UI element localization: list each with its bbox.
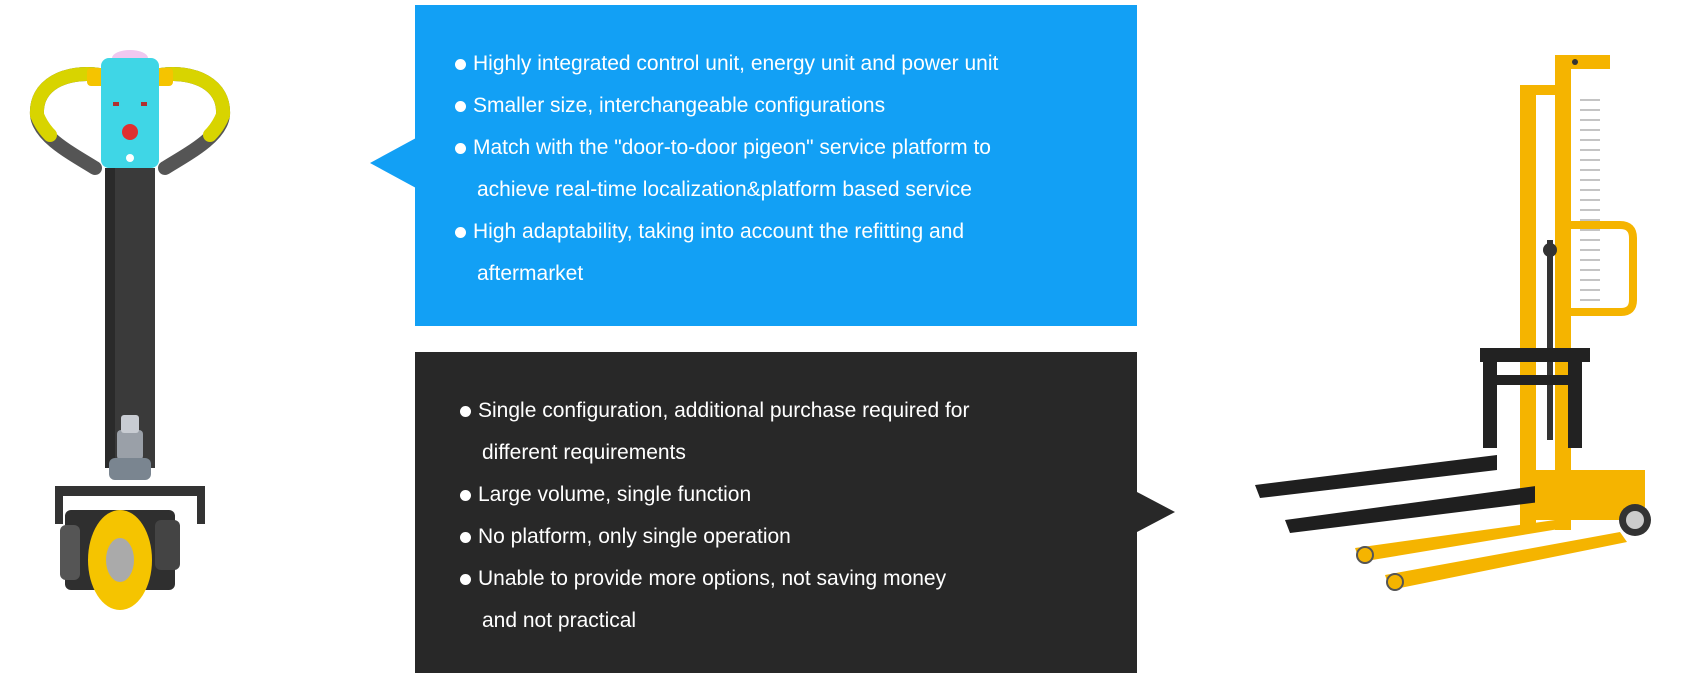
disadvantages-panel: Single configuration, additional purchas… <box>415 352 1137 673</box>
disadvantage-item: No platform, only single operation <box>460 516 969 558</box>
advantage-line: aftermarket <box>477 262 584 285</box>
disadvantage-line: Unable to provide more options, not savi… <box>478 567 947 590</box>
disadvantage-item: Single configuration, additional purchas… <box>460 390 969 474</box>
advantages-panel: Highly integrated control unit, energy u… <box>415 5 1137 326</box>
disadvantage-line: Large volume, single function <box>478 483 752 506</box>
advantages-list: Highly integrated control unit, energy u… <box>455 43 998 295</box>
disadvantage-item: Unable to provide more options, not savi… <box>460 558 969 642</box>
disadvantages-callout-pointer <box>1137 492 1175 532</box>
disadvantage-line: different requirements <box>482 441 686 464</box>
stacker-illustration <box>1255 55 1651 591</box>
advantages-callout-pointer <box>370 138 416 188</box>
disadvantages-list: Single configuration, additional purchas… <box>460 390 969 642</box>
advantage-line: Highly integrated control unit, energy u… <box>473 52 999 75</box>
disadvantage-line: No platform, only single operation <box>478 525 791 548</box>
advantage-item: Smaller size, interchangeable configurat… <box>455 85 998 127</box>
advantage-line: achieve real-time localization&platform … <box>477 178 972 201</box>
disadvantage-item: Large volume, single function <box>460 474 969 516</box>
disadvantage-line: Single configuration, additional purchas… <box>478 399 970 422</box>
advantage-item: Highly integrated control unit, energy u… <box>455 43 998 85</box>
advantage-line: Match with the "door-to-door pigeon" ser… <box>473 136 991 159</box>
advantage-item: Match with the "door-to-door pigeon" ser… <box>455 127 998 211</box>
advantage-line: High adaptability, taking into account t… <box>473 220 965 243</box>
disadvantage-line: and not practical <box>482 609 637 632</box>
advantage-item: High adaptability, taking into account t… <box>455 211 998 295</box>
drive-unit-illustration <box>29 50 231 610</box>
advantage-line: Smaller size, interchangeable configurat… <box>473 94 886 117</box>
